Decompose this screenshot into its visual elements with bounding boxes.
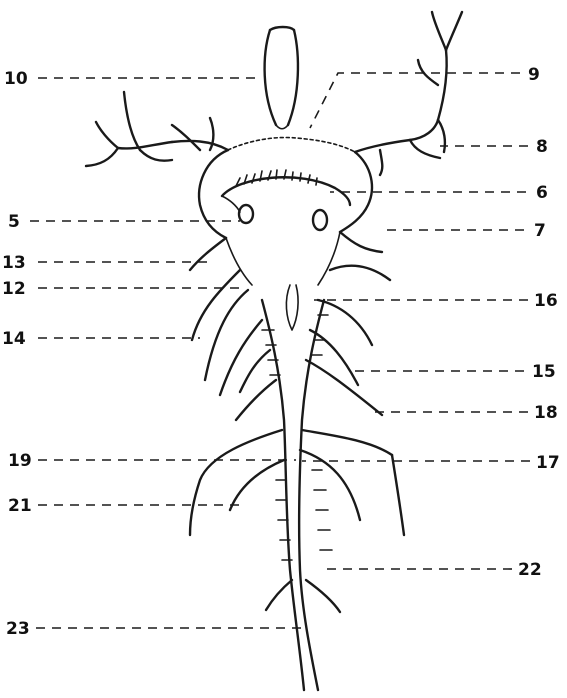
label-9: 9 xyxy=(528,65,540,85)
label-21: 21 xyxy=(8,496,32,516)
label-10: 10 xyxy=(4,69,28,89)
label-22: 22 xyxy=(518,560,542,580)
olfactory-tract xyxy=(265,27,298,129)
label-12: 12 xyxy=(2,279,26,299)
right-cranial-branches xyxy=(355,12,462,175)
leader-9 xyxy=(310,73,520,128)
leader-lines xyxy=(30,73,530,628)
label-15: 15 xyxy=(532,362,556,382)
right-spinal-nerves xyxy=(300,232,404,550)
spinal-cord xyxy=(262,300,324,690)
label-19: 19 xyxy=(8,451,32,471)
label-5: 5 xyxy=(8,212,20,232)
label-13: 13 xyxy=(2,253,26,273)
cauda-branches xyxy=(266,480,340,612)
label-18: 18 xyxy=(534,403,558,423)
label-7: 7 xyxy=(534,221,546,241)
label-14: 14 xyxy=(2,329,26,349)
label-16: 16 xyxy=(534,291,558,311)
left-cranial-branches xyxy=(86,92,228,166)
brain-outline xyxy=(199,138,372,331)
number-labels: 10 9 8 6 5 7 13 12 16 14 15 18 19 17 21 … xyxy=(2,65,560,639)
label-17: 17 xyxy=(536,453,560,473)
label-8: 8 xyxy=(536,137,548,157)
label-6: 6 xyxy=(536,183,548,203)
left-spinal-nerves xyxy=(190,238,284,535)
label-23: 23 xyxy=(6,619,30,639)
